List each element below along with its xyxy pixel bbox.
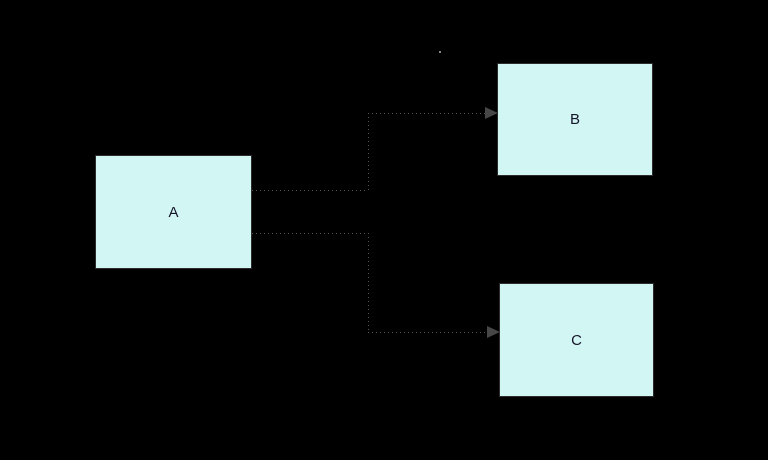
- node-a[interactable]: A: [95, 155, 252, 269]
- edge-a-b-segment-horizontal-2[interactable]: [368, 113, 486, 114]
- edge-a-b-segment-vertical[interactable]: [368, 113, 369, 191]
- edge-a-c-segment-vertical[interactable]: [368, 233, 369, 333]
- node-c[interactable]: C: [499, 283, 654, 397]
- edge-a-c-arrowhead-icon: [487, 326, 500, 338]
- edge-a-c-segment-horizontal-1[interactable]: [252, 233, 368, 234]
- node-b-label: B: [569, 111, 580, 128]
- edge-a-b-segment-horizontal-1[interactable]: [252, 190, 368, 191]
- artifact-dot: [439, 51, 441, 53]
- edge-a-c-segment-horizontal-2[interactable]: [368, 332, 488, 333]
- edge-a-b-arrowhead-icon: [485, 107, 498, 119]
- node-a-label: A: [168, 203, 179, 221]
- node-b[interactable]: B: [497, 63, 653, 176]
- node-c-label: C: [571, 331, 582, 349]
